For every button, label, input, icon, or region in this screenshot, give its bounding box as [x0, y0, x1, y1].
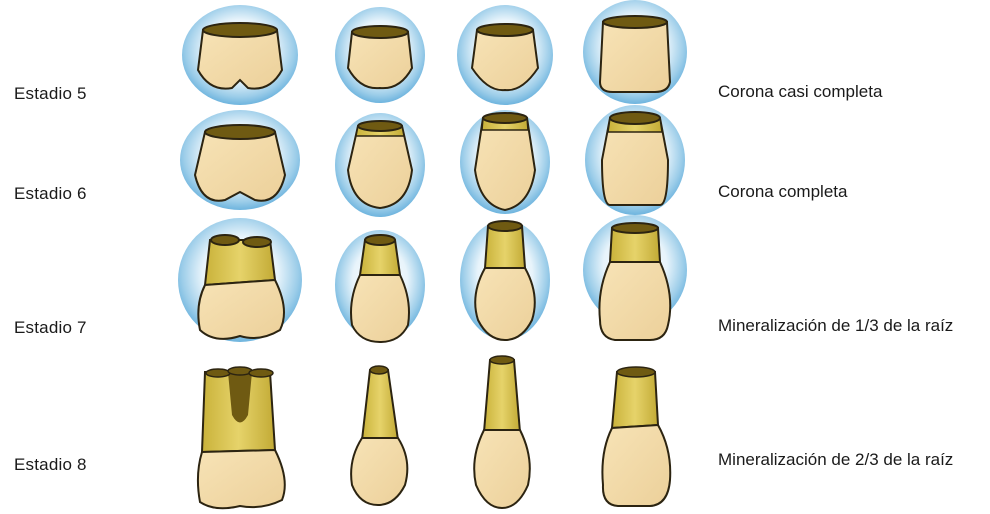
crown-7-incisor	[599, 262, 670, 340]
crown-6-canine	[475, 118, 535, 210]
pulp-6-canine	[483, 113, 527, 123]
crown-8-premolar	[351, 438, 407, 505]
pulp-6-molar	[205, 125, 275, 139]
pulp-5-canine	[477, 24, 533, 36]
pulp-8-premolar	[370, 366, 388, 374]
crown-7-molar	[198, 280, 284, 339]
row-stage-6	[180, 105, 685, 217]
root-8-incisor	[612, 372, 658, 428]
crown-8-canine	[474, 430, 530, 508]
crown-5-incisor	[600, 22, 670, 92]
crown-7-premolar	[351, 275, 409, 342]
row-stage-5	[182, 0, 687, 105]
root-8-canine	[484, 360, 520, 432]
pulp-7-canine	[488, 221, 522, 231]
root-7-canine	[485, 226, 525, 268]
crown-5-premolar	[348, 32, 412, 88]
pulp-5-incisor	[603, 16, 667, 28]
row-stage-7	[178, 215, 687, 342]
pulp-5-premolar	[352, 26, 408, 38]
crown-8-molar	[198, 450, 285, 508]
crown-5-molar	[198, 30, 282, 89]
root-8-premolar	[362, 370, 398, 440]
pulp-6-incisor	[610, 112, 660, 124]
pulp-8-molar-c	[249, 369, 273, 377]
pulp-7-molar-a	[211, 235, 239, 245]
pulp-7-premolar	[365, 235, 395, 245]
crown-6-molar	[195, 132, 285, 201]
pulp-8-incisor	[617, 367, 655, 377]
pulp-6-premolar	[358, 121, 402, 131]
row-stage-8	[198, 356, 670, 508]
pulp-7-incisor	[612, 223, 658, 233]
pulp-5-molar	[203, 23, 277, 37]
pulp-8-canine	[490, 356, 514, 364]
pulp-8-molar-a	[206, 369, 230, 377]
crown-5-canine	[472, 30, 538, 90]
crown-8-incisor	[602, 425, 670, 506]
crown-6-premolar	[348, 126, 412, 208]
crown-7-canine	[475, 268, 535, 340]
pulp-7-molar-b	[243, 237, 271, 247]
